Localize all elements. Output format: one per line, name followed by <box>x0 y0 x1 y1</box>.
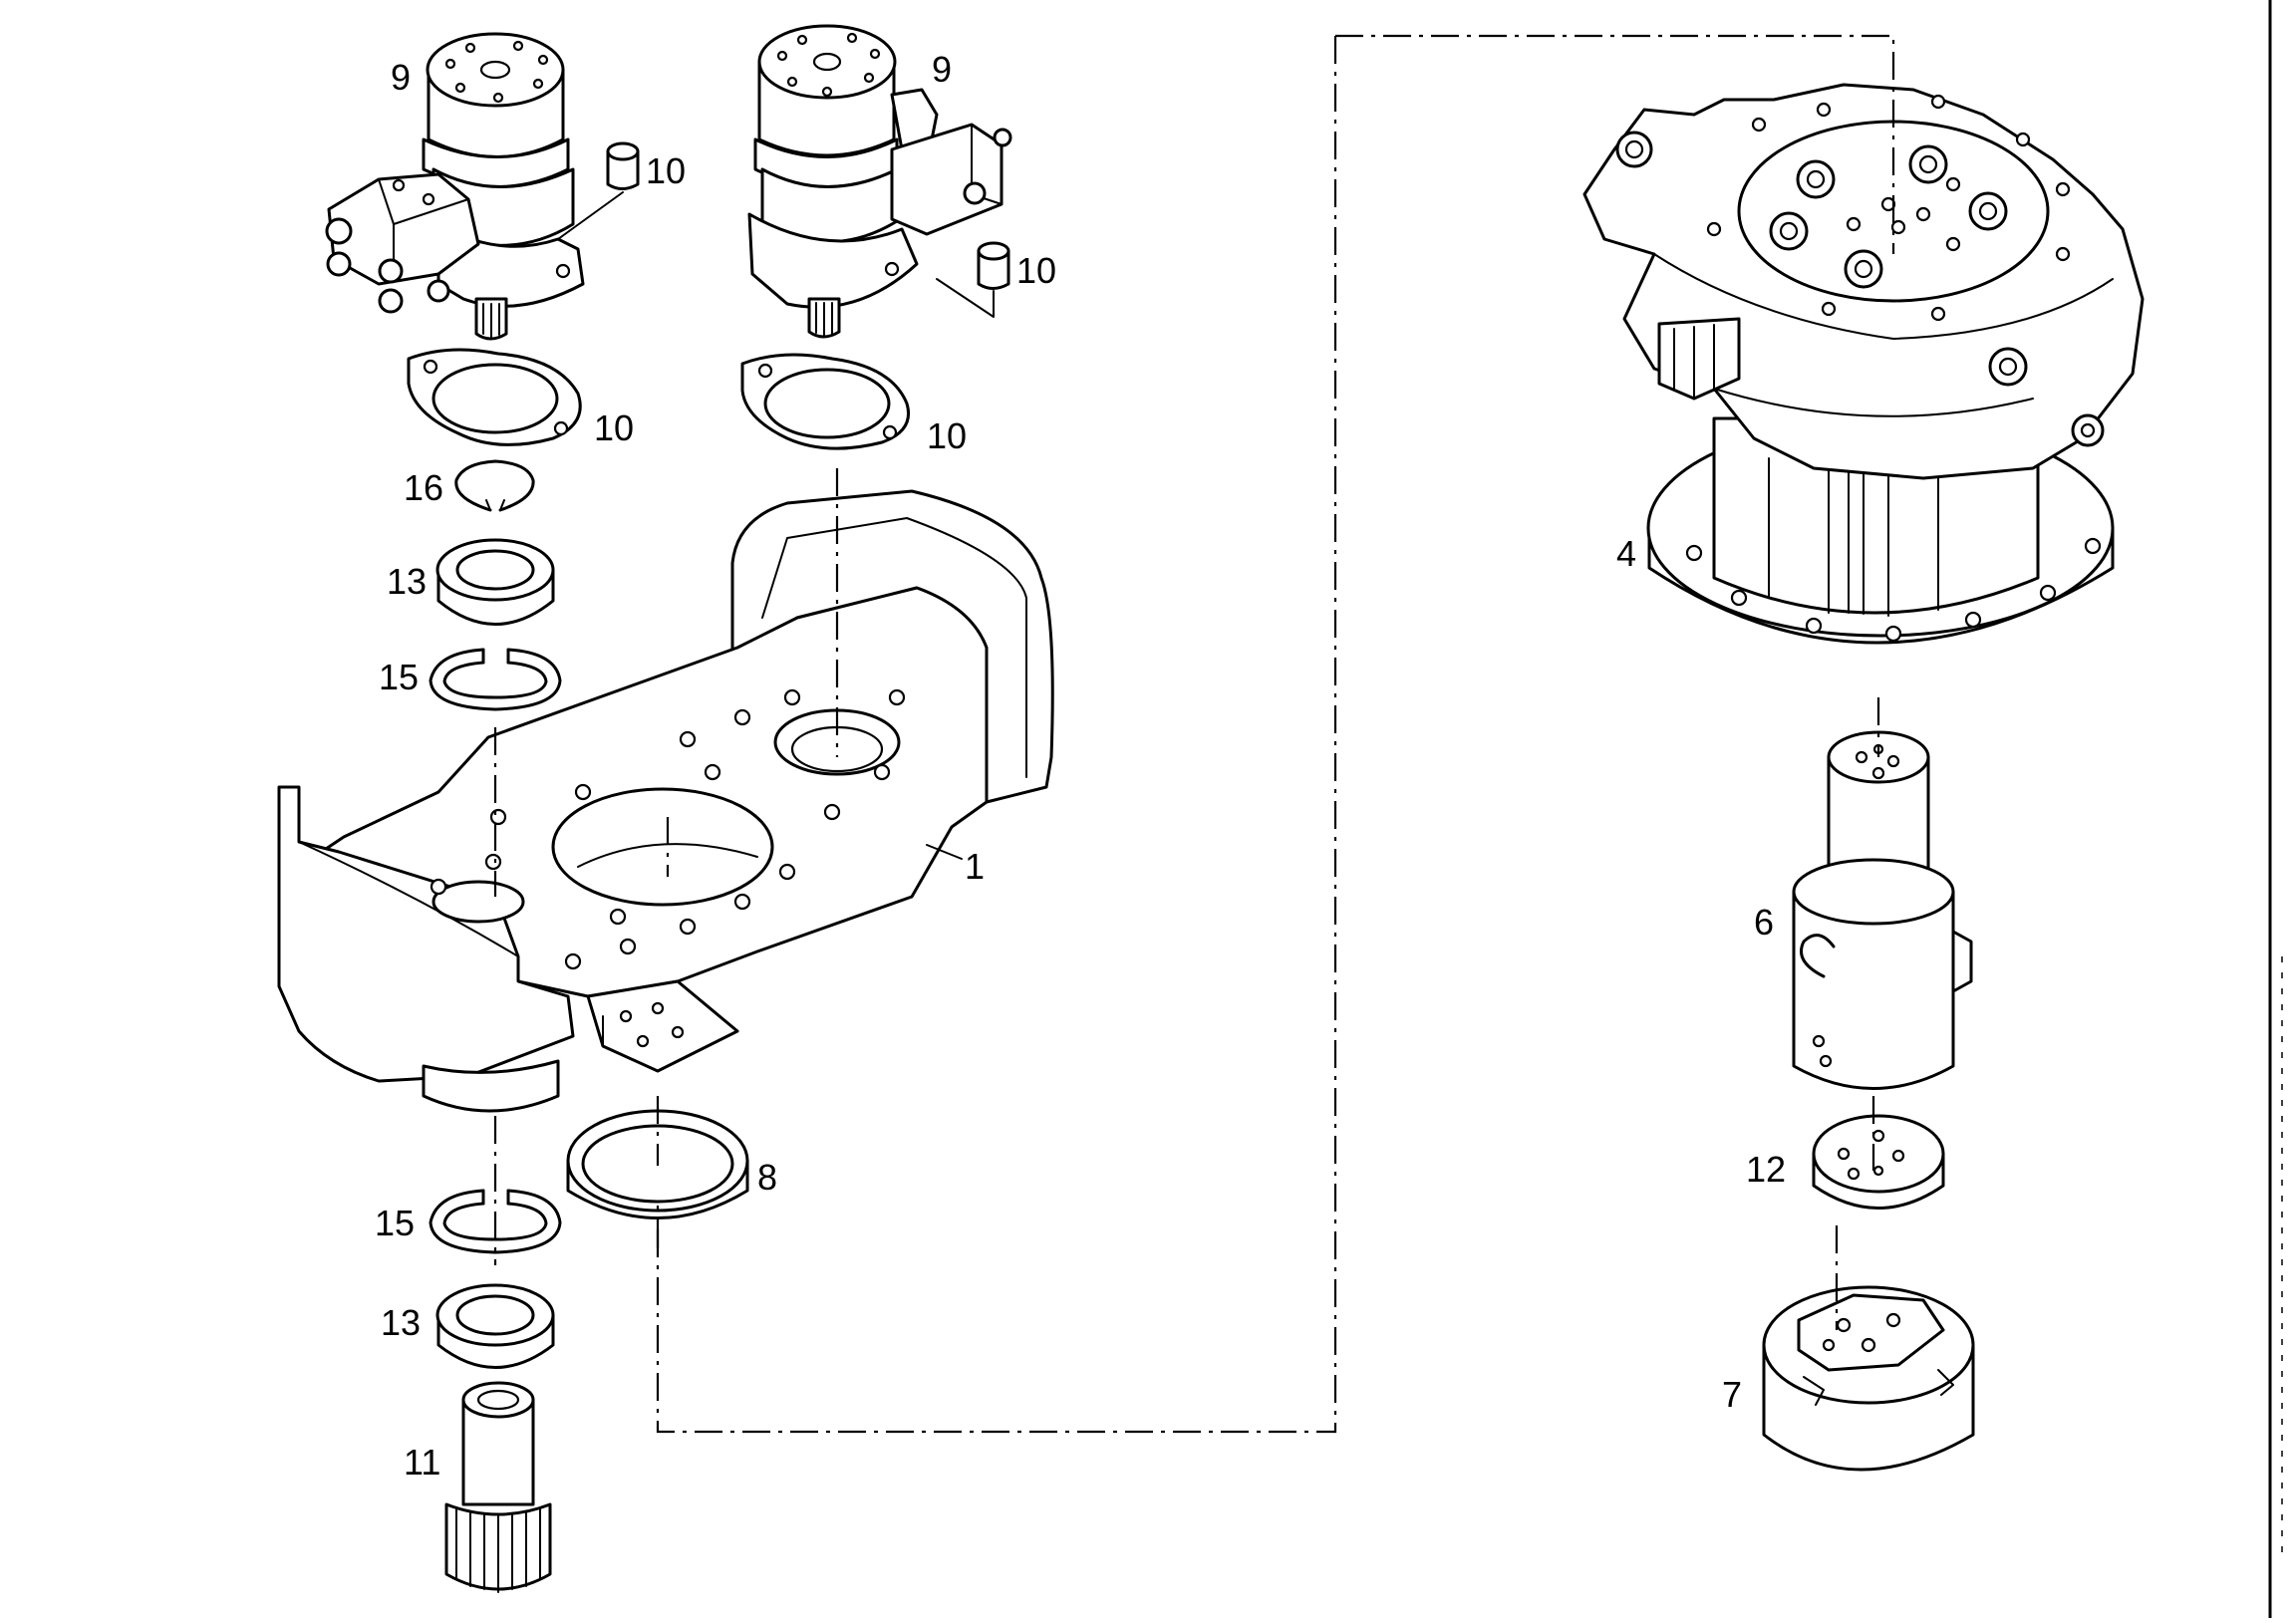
callout-9-left: 9 <box>391 57 411 98</box>
callout-13-bottom: 13 <box>381 1302 421 1343</box>
callout-10-gasket-right: 10 <box>927 415 967 456</box>
bearing-13-top <box>435 538 555 626</box>
hydraulic-motor-left <box>325 32 585 341</box>
base-plate-bracket <box>277 489 1054 1113</box>
bushing-10-right <box>977 241 1010 290</box>
bearing-13-bottom <box>435 1283 555 1369</box>
callout-leaders <box>557 191 995 860</box>
callout-10-bushing-left: 10 <box>646 150 686 191</box>
callout-4: 4 <box>1616 533 1636 574</box>
circlip-16 <box>454 459 535 512</box>
gasket-10-right <box>740 353 910 450</box>
callout-numbers: 9 9 10 10 10 10 16 13 15 1 8 15 13 11 4 … <box>375 49 1786 1483</box>
callout-1: 1 <box>965 846 985 887</box>
bushing-10-left <box>606 141 640 190</box>
callout-6: 6 <box>1754 902 1774 943</box>
callout-10-gasket-left: 10 <box>594 407 634 448</box>
callout-15-bottom: 15 <box>375 1203 415 1243</box>
swing-gearbox-4 <box>1582 83 2145 645</box>
callout-13-top: 13 <box>387 561 427 602</box>
callout-12: 12 <box>1746 1149 1786 1190</box>
rotary-joint-6 <box>1792 730 1973 1090</box>
callout-7: 7 <box>1722 1374 1742 1415</box>
callout-9-center: 9 <box>932 49 952 90</box>
callout-11: 11 <box>404 1442 440 1483</box>
callout-10-bushing-right: 10 <box>1016 250 1056 291</box>
assembly-centerlines <box>493 34 1895 1434</box>
hydraulic-motor-center <box>747 24 1012 339</box>
callout-15-top: 15 <box>379 657 419 697</box>
snap-ring-15-top <box>429 648 562 711</box>
cover-7 <box>1762 1285 1975 1472</box>
callout-8: 8 <box>757 1157 777 1198</box>
pinion-shaft-11 <box>444 1381 552 1593</box>
gasket-10-left <box>407 348 582 446</box>
disc-12 <box>1812 1114 1945 1210</box>
callout-16: 16 <box>404 467 443 508</box>
